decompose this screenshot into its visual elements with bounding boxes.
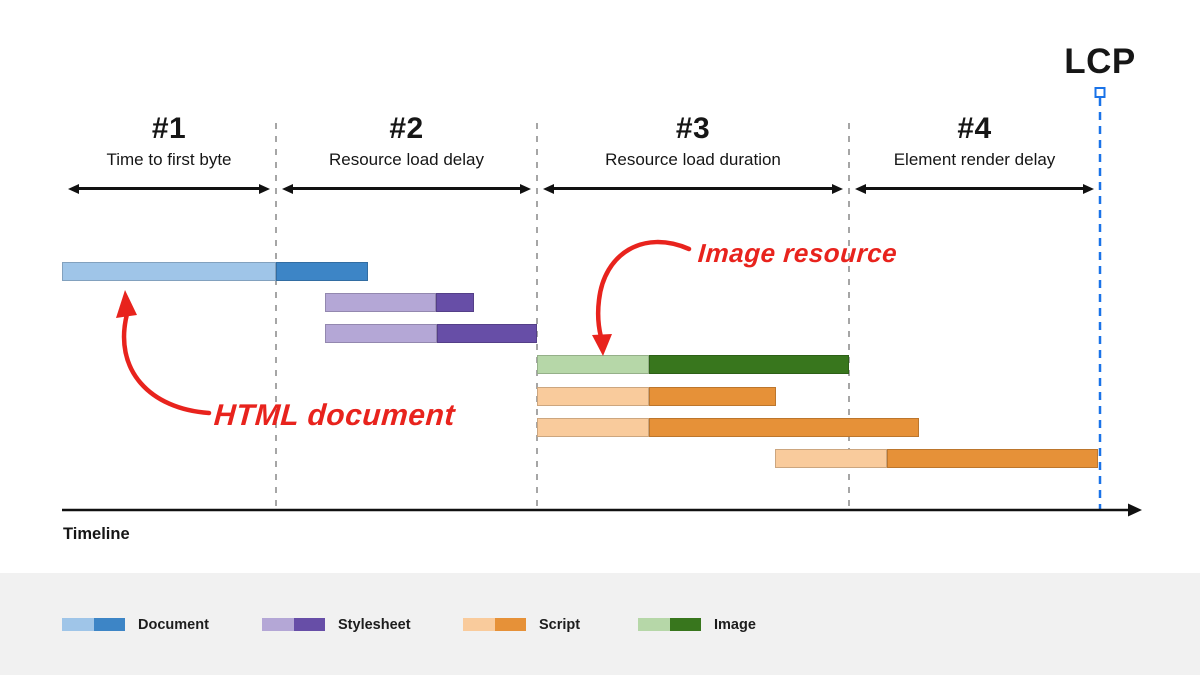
- legend-swatch-light: [62, 618, 94, 631]
- legend-item-stylesheet: Stylesheet: [262, 616, 411, 633]
- legend-swatch-dark: [494, 618, 526, 631]
- phase-label: Resource load duration: [605, 150, 781, 169]
- phase-extent-arrow-icon: [282, 182, 531, 195]
- legend-label: Image: [714, 616, 756, 633]
- stylesheet-bar-dark-segment: [437, 324, 537, 343]
- legend-label: Stylesheet: [338, 616, 411, 633]
- legend-label: Script: [539, 616, 581, 633]
- legend-swatch-light: [262, 618, 294, 631]
- phase-number: #3: [675, 112, 711, 145]
- script-bar-light-segment: [775, 449, 887, 468]
- phase-extent-arrow-icon: [68, 182, 270, 195]
- script-bar-dark-segment: [887, 449, 1098, 468]
- phase-label: Time to first byte: [106, 150, 232, 169]
- phase-number: #1: [151, 112, 187, 145]
- arrowhead-right-icon: [520, 183, 531, 194]
- legend-swatch-dark: [293, 618, 325, 631]
- phase-number: #2: [389, 112, 424, 145]
- annotation-image-resource: Image resource: [696, 238, 899, 268]
- phase-number: #4: [957, 112, 992, 145]
- phase-label: Element render delay: [893, 150, 1056, 169]
- legend-item-image: Image: [638, 616, 756, 633]
- phase-extent-arrow-icon: [855, 182, 1094, 195]
- image-bar-dark-segment: [649, 355, 849, 374]
- legend-swatch-light: [638, 618, 670, 631]
- arrowhead-right-icon: [259, 183, 270, 194]
- arrowhead-left-icon: [543, 183, 554, 194]
- arrow-line: [293, 187, 520, 190]
- arrow-line: [554, 187, 832, 190]
- phase-label: Resource load delay: [329, 150, 484, 169]
- annotation-html-document: HTML document: [212, 399, 457, 432]
- timeline-label: Timeline: [63, 525, 130, 543]
- script-bar-dark-segment: [649, 418, 919, 437]
- legend-label: Document: [138, 616, 209, 633]
- arrowhead-right-icon: [1083, 183, 1094, 194]
- legend-item-document: Document: [62, 616, 209, 633]
- arrowhead-right-icon: [832, 183, 843, 194]
- legend-swatch-dark: [93, 618, 125, 631]
- stylesheet-bar-light-segment: [325, 293, 436, 312]
- script-bar-dark-segment: [649, 387, 776, 406]
- stylesheet-bar-dark-segment: [436, 293, 474, 312]
- image-bar-light-segment: [537, 355, 649, 374]
- legend: Document Stylesheet Script Image: [0, 573, 1200, 675]
- arrow-line: [866, 187, 1083, 190]
- arrowhead-left-icon: [282, 183, 293, 194]
- phase-extent-arrow-icon: [543, 182, 843, 195]
- arrowhead-left-icon: [68, 183, 79, 194]
- lcp-title: LCP: [1064, 42, 1136, 81]
- legend-swatch-dark: [669, 618, 701, 631]
- script-bar-light-segment: [537, 418, 649, 437]
- legend-item-script: Script: [463, 616, 581, 633]
- script-bar-light-segment: [537, 387, 649, 406]
- legend-swatch-light: [463, 618, 495, 631]
- arrow-line: [79, 187, 259, 190]
- stylesheet-bar-light-segment: [325, 324, 437, 343]
- document-bar-light-segment: [62, 262, 276, 281]
- document-bar-dark-segment: [276, 262, 368, 281]
- arrowhead-left-icon: [855, 183, 866, 194]
